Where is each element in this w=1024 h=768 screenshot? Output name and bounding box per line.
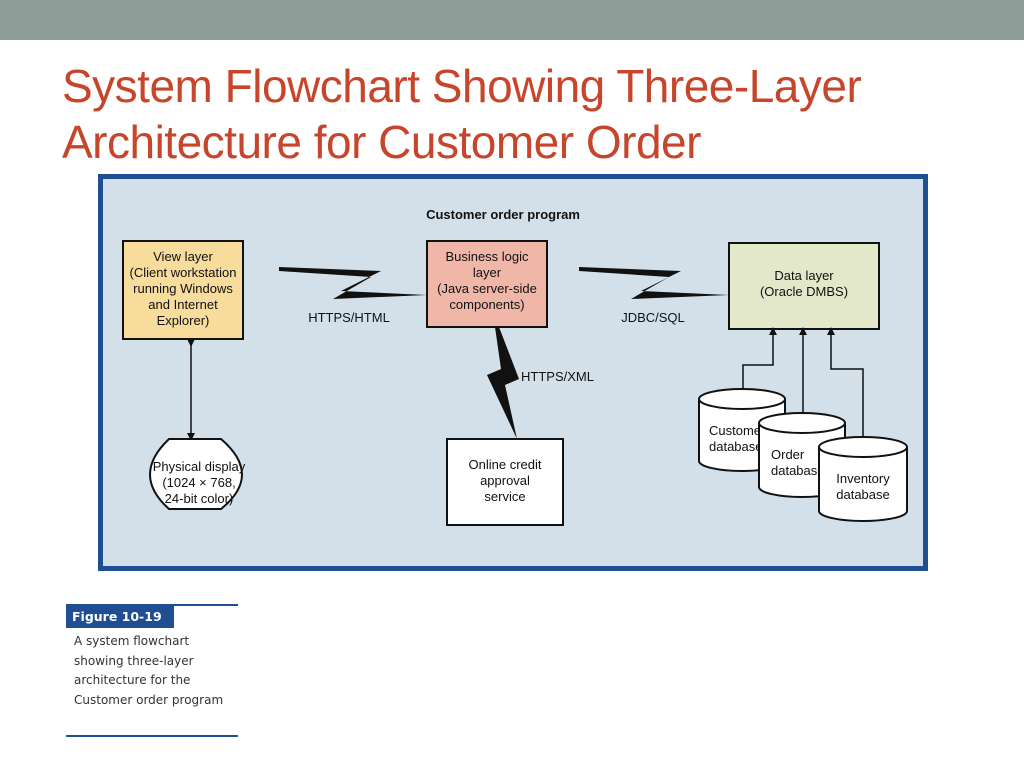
figure-caption: Figure 10-19 A system flowchart showing …: [66, 604, 238, 738]
flowchart-diagram: Customer order program View layer (Clien…: [122, 207, 908, 526]
data-layer-line: (Oracle DMBS): [760, 284, 848, 299]
view-layer-line: (Client workstation: [130, 265, 237, 280]
link-label-jdbc-sql: JDBC/SQL: [621, 310, 685, 325]
physical-display-shape: Physical display (1024 × 768, 24-bit col…: [149, 438, 246, 510]
link-business-data: JDBC/SQL: [579, 267, 729, 325]
inventory-database: Inventory database: [818, 436, 908, 522]
inventory-db-line: database: [836, 487, 890, 502]
customer-db-line: database: [709, 439, 763, 454]
business-logic-layer-box: Business logic layer (Java server-side c…: [426, 240, 548, 328]
credit-service-line: Online credit: [469, 457, 542, 472]
display-line: Physical display: [153, 459, 246, 474]
view-layer-line: running Windows: [133, 281, 233, 296]
figure-frame: Customer order program View layer (Clien…: [98, 174, 928, 571]
caption-text: A system flowchart showing three-layer a…: [74, 634, 224, 707]
link-label-https-html: HTTPS/HTML: [308, 310, 390, 325]
view-layer-line: Explorer): [157, 313, 210, 328]
display-line: (1024 × 768,: [162, 475, 235, 490]
data-layer-line: Data layer: [774, 268, 834, 283]
credit-service-line: approval: [480, 473, 530, 488]
business-layer-line: layer: [473, 265, 502, 280]
customer-db-line: Customer: [709, 423, 766, 438]
link-view-business: HTTPS/HTML: [279, 267, 427, 325]
slide-title: System Flowchart Showing Three-Layer Arc…: [62, 60, 862, 168]
order-db-line: database: [771, 463, 825, 478]
figure-label: Figure 10-19: [66, 606, 174, 628]
link-business-credit: HTTPS/XML: [487, 327, 594, 439]
caption-rule-top: [66, 604, 238, 606]
business-layer-line: components): [449, 297, 524, 312]
view-layer-box: View layer (Client workstation running W…: [122, 240, 244, 340]
display-line: 24-bit color): [165, 491, 234, 506]
caption-rule-bottom: [66, 735, 238, 737]
data-layer-box: Data layer (Oracle DMBS): [728, 242, 880, 330]
inventory-db-arrow: [827, 327, 867, 445]
view-layer-line: and Internet: [148, 297, 218, 312]
link-label-https-xml: HTTPS/XML: [521, 369, 594, 384]
top-bar: [0, 0, 1024, 40]
program-title: Customer order program: [426, 207, 580, 222]
view-layer-line: View layer: [153, 249, 213, 264]
business-layer-line: Business logic: [445, 249, 529, 264]
customer-db-arrow: [739, 327, 777, 395]
business-layer-line: (Java server-side: [437, 281, 537, 296]
inventory-db-line: Inventory: [836, 471, 890, 486]
credit-service-line: service: [484, 489, 525, 504]
order-db-line: Order: [771, 447, 805, 462]
credit-service-box: Online credit approval service: [446, 438, 564, 526]
